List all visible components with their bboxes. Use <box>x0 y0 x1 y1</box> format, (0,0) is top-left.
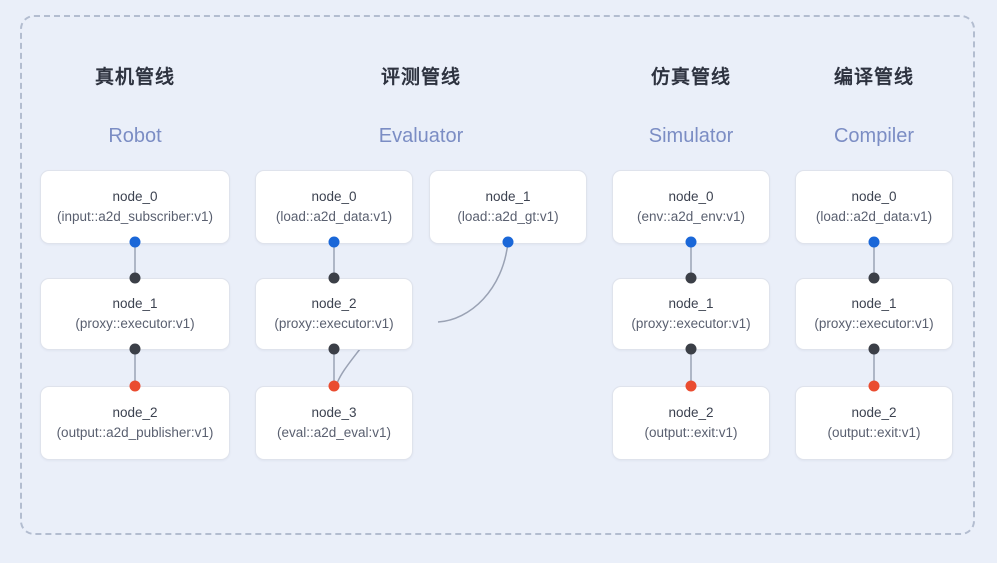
node-type: (eval::a2d_eval:v1) <box>276 425 392 440</box>
column-title-en-robot: Robot <box>108 125 162 147</box>
node-name: node_2 <box>668 404 714 420</box>
node-type: (output::a2d_publisher:v1) <box>56 425 214 440</box>
node-card-compiler-0[interactable]: node_0 (load::a2d_data:v1) <box>795 170 953 244</box>
port-output-simulator-0-dot-icon[interactable] <box>685 236 697 248</box>
node-type: (load::a2d_gt:v1) <box>457 209 559 224</box>
node-name: node_1 <box>112 295 158 311</box>
node-name: node_1 <box>485 188 531 204</box>
node-type: (load::a2d_data:v1) <box>815 209 933 224</box>
node-type: (input::a2d_subscriber:v1) <box>56 209 214 224</box>
node-card-evaluator-3[interactable]: node_3 (eval::a2d_eval:v1) <box>255 386 413 460</box>
port-output-compiler-0-dot-icon[interactable] <box>868 236 880 248</box>
node-card-compiler-1[interactable]: node_1 (proxy::executor:v1) <box>795 278 953 350</box>
node-card-compiler-2[interactable]: node_2 (output::exit:v1) <box>795 386 953 460</box>
node-card-evaluator-1[interactable]: node_1 (load::a2d_gt:v1) <box>429 170 587 244</box>
node-type: (proxy::executor:v1) <box>274 316 394 331</box>
port-output-simulator-1-dot-icon[interactable] <box>685 343 697 355</box>
node-name: node_1 <box>668 295 714 311</box>
port-output-robot-0-dot-icon[interactable] <box>129 236 141 248</box>
column-title-en-evaluator: Evaluator <box>378 125 464 147</box>
edge-eval-executor-to-eval <box>335 348 361 387</box>
node-type: (env::a2d_env:v1) <box>636 209 746 224</box>
node-card-evaluator-0[interactable]: node_0 (load::a2d_data:v1) <box>255 170 413 244</box>
node-type: (proxy::executor:v1) <box>814 316 934 331</box>
column-title-cn-evaluator: 评测管线 <box>380 67 461 88</box>
port-output-evaluator-2-dot-icon[interactable] <box>328 343 340 355</box>
node-name: node_0 <box>668 188 714 204</box>
node-type: (load::a2d_data:v1) <box>275 209 393 224</box>
port-output-evaluator-1-dot-icon[interactable] <box>502 236 514 248</box>
port-input-simulator-1-dot-icon[interactable] <box>685 272 697 284</box>
column-title-cn-robot: 真机管线 <box>94 67 175 88</box>
port-input-compiler-2-dot-icon[interactable] <box>868 380 880 392</box>
node-name: node_1 <box>851 295 897 311</box>
node-name: node_2 <box>851 404 897 420</box>
node-card-robot-1[interactable]: node_1 (proxy::executor:v1) <box>40 278 230 350</box>
node-card-simulator-0[interactable]: node_0 (env::a2d_env:v1) <box>612 170 770 244</box>
node-name: node_3 <box>311 404 357 420</box>
node-type: (proxy::executor:v1) <box>631 316 751 331</box>
node-name: node_0 <box>851 188 897 204</box>
node-card-evaluator-2[interactable]: node_2 (proxy::executor:v1) <box>255 278 413 350</box>
port-output-compiler-1-dot-icon[interactable] <box>868 343 880 355</box>
node-card-simulator-2[interactable]: node_2 (output::exit:v1) <box>612 386 770 460</box>
edge-eval-gt-to-executor <box>437 241 509 323</box>
node-type: (proxy::executor:v1) <box>75 316 195 331</box>
port-output-robot-1-dot-icon[interactable] <box>129 343 141 355</box>
node-name: node_0 <box>311 188 357 204</box>
port-input-robot-2-dot-icon[interactable] <box>129 380 141 392</box>
port-input-compiler-1-dot-icon[interactable] <box>868 272 880 284</box>
node-name: node_2 <box>311 295 357 311</box>
node-name: node_2 <box>112 404 158 420</box>
node-name: node_0 <box>112 188 158 204</box>
node-card-robot-2[interactable]: node_2 (output::a2d_publisher:v1) <box>40 386 230 460</box>
port-input-evaluator-2-dot-icon[interactable] <box>328 272 340 284</box>
node-type: (output::exit:v1) <box>644 425 738 440</box>
port-input-robot-1-dot-icon[interactable] <box>129 272 141 284</box>
column-title-cn-compiler: 编译管线 <box>833 67 914 88</box>
port-output-evaluator-0-dot-icon[interactable] <box>328 236 340 248</box>
column-title-en-compiler: Compiler <box>833 125 915 147</box>
column-title-en-simulator: Simulator <box>648 125 734 147</box>
node-card-simulator-1[interactable]: node_1 (proxy::executor:v1) <box>612 278 770 350</box>
node-card-robot-0[interactable]: node_0 (input::a2d_subscriber:v1) <box>40 170 230 244</box>
port-input-evaluator-3-dot-icon[interactable] <box>328 380 340 392</box>
port-input-simulator-2-dot-icon[interactable] <box>685 380 697 392</box>
column-title-cn-simulator: 仿真管线 <box>650 67 731 88</box>
node-type: (output::exit:v1) <box>827 425 921 440</box>
